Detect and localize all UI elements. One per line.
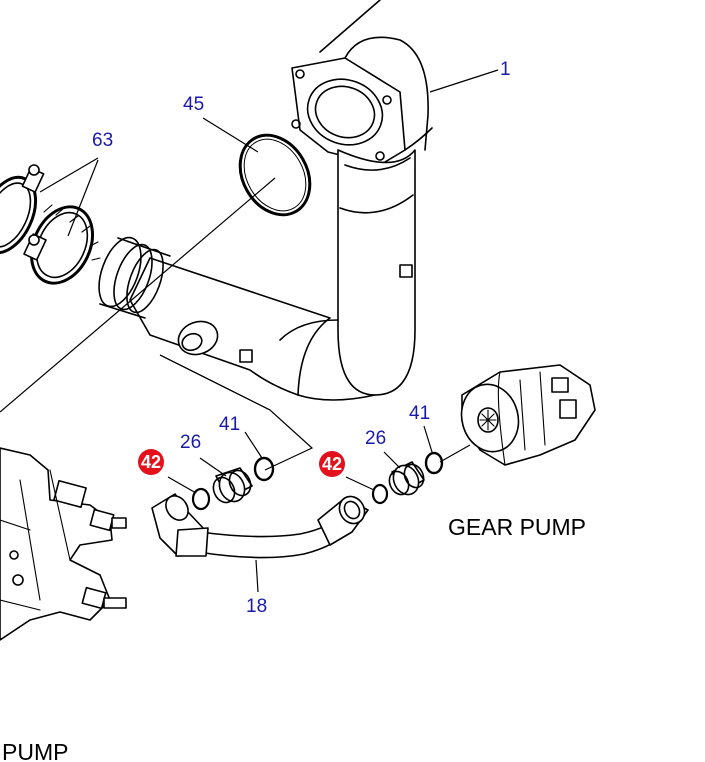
o-ring-42-right bbox=[371, 483, 389, 505]
suction-elbow-pipe bbox=[0, 0, 433, 471]
gear-pump bbox=[439, 364, 596, 466]
part-label-63: 63 bbox=[92, 130, 113, 151]
caption-pump-partial: PUMP bbox=[2, 739, 68, 762]
o-ring-41-left bbox=[253, 456, 275, 482]
leader-lines bbox=[39, 69, 499, 593]
part-label-26-right: 26 bbox=[365, 428, 386, 449]
part-label-42-right: 42 bbox=[322, 454, 342, 474]
part-label-42-left: 42 bbox=[141, 452, 161, 472]
o-ring-41-right bbox=[424, 451, 444, 475]
part-label-1: 1 bbox=[500, 59, 511, 80]
badge-42-right: 42 bbox=[319, 451, 345, 477]
caption-gear-pump: GEAR PUMP bbox=[448, 514, 586, 540]
hose-assembly-18 bbox=[151, 493, 369, 559]
badge-42-left-circle bbox=[138, 449, 164, 475]
part-label-45: 45 bbox=[183, 94, 204, 115]
badge-42-right-circle bbox=[319, 451, 345, 477]
part-label-26-left: 26 bbox=[180, 432, 201, 453]
control-valve-partial bbox=[0, 447, 127, 641]
o-ring-42-left bbox=[191, 487, 211, 511]
adapter-26-left bbox=[212, 467, 253, 504]
badge-42-left: 42 bbox=[138, 449, 164, 475]
o-ring-45 bbox=[238, 133, 312, 217]
adapter-26-right bbox=[388, 461, 425, 496]
part-label-41-right: 41 bbox=[409, 403, 430, 424]
part-label-18: 18 bbox=[246, 596, 267, 617]
part-label-41-left: 41 bbox=[219, 414, 240, 435]
